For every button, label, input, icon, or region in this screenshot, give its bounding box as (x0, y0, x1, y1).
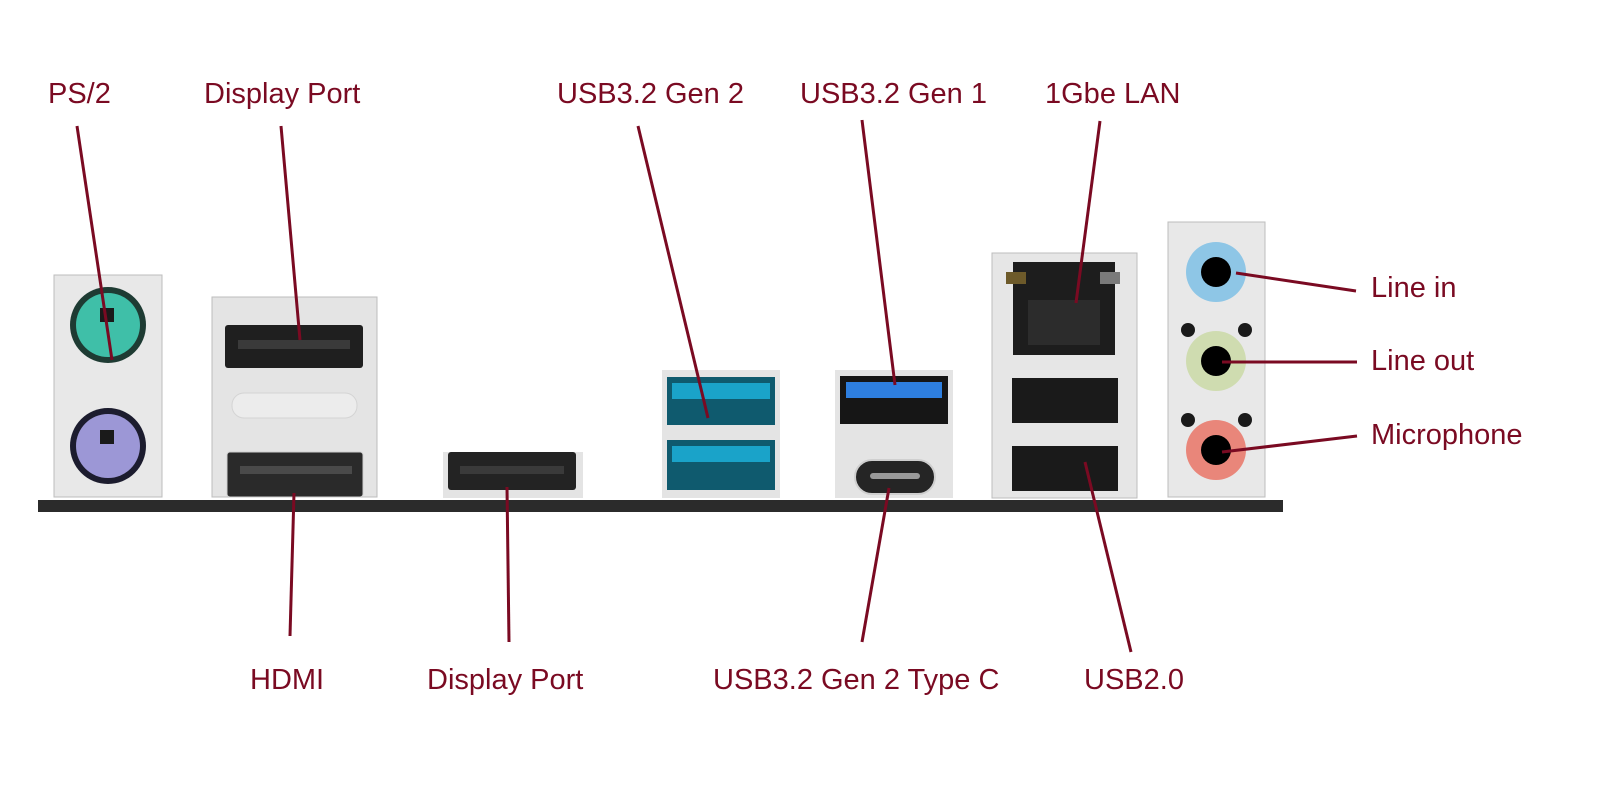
audio-block (1167, 221, 1266, 498)
label-line-out: Line out (1371, 345, 1475, 377)
label-display-port-top: Display Port (204, 78, 361, 110)
leader-usb20 (1083, 461, 1133, 653)
label-usb20: USB2.0 (1084, 664, 1184, 696)
leader-line-in (1235, 271, 1357, 293)
leader-hdmi (288, 492, 296, 637)
usb20-port-bottom (1012, 446, 1118, 491)
label-microphone: Microphone (1371, 419, 1523, 451)
leader-microphone (1221, 434, 1358, 454)
leader-display-port-bottom (505, 486, 511, 643)
usb32-gen1-typec-block (835, 370, 953, 498)
dp-hdmi-block (211, 296, 378, 498)
usb32-gen2-block (662, 370, 780, 498)
leader-usb32-gen2 (636, 125, 710, 419)
lan-led-right (1100, 272, 1120, 284)
leader-usb32-gen1 (860, 119, 897, 386)
lan-usb20-block (991, 252, 1138, 499)
leader-usb-type-c (860, 487, 891, 643)
leader-lan (1074, 120, 1102, 304)
display-port-bottom-block (443, 452, 583, 498)
leader-ps2 (75, 125, 114, 361)
leader-display-port-top (279, 125, 302, 341)
hdmi-port (226, 451, 364, 498)
label-display-port-bottom: Display Port (427, 664, 584, 696)
label-usb-type-c: USB3.2 Gen 2 Type C (713, 664, 1000, 696)
label-usb32-gen2: USB3.2 Gen 2 (557, 78, 744, 110)
label-lan: 1Gbe LAN (1045, 78, 1181, 110)
io-bracket (38, 500, 1283, 512)
lan-led-left (1006, 272, 1026, 284)
label-hdmi: HDMI (250, 664, 325, 696)
label-usb32-gen1: USB3.2 Gen 1 (800, 78, 987, 110)
label-ps2: PS/2 (48, 78, 111, 110)
ps2-port-block (53, 274, 163, 498)
label-line-in: Line in (1371, 272, 1457, 304)
usb20-port-top (1012, 378, 1118, 423)
